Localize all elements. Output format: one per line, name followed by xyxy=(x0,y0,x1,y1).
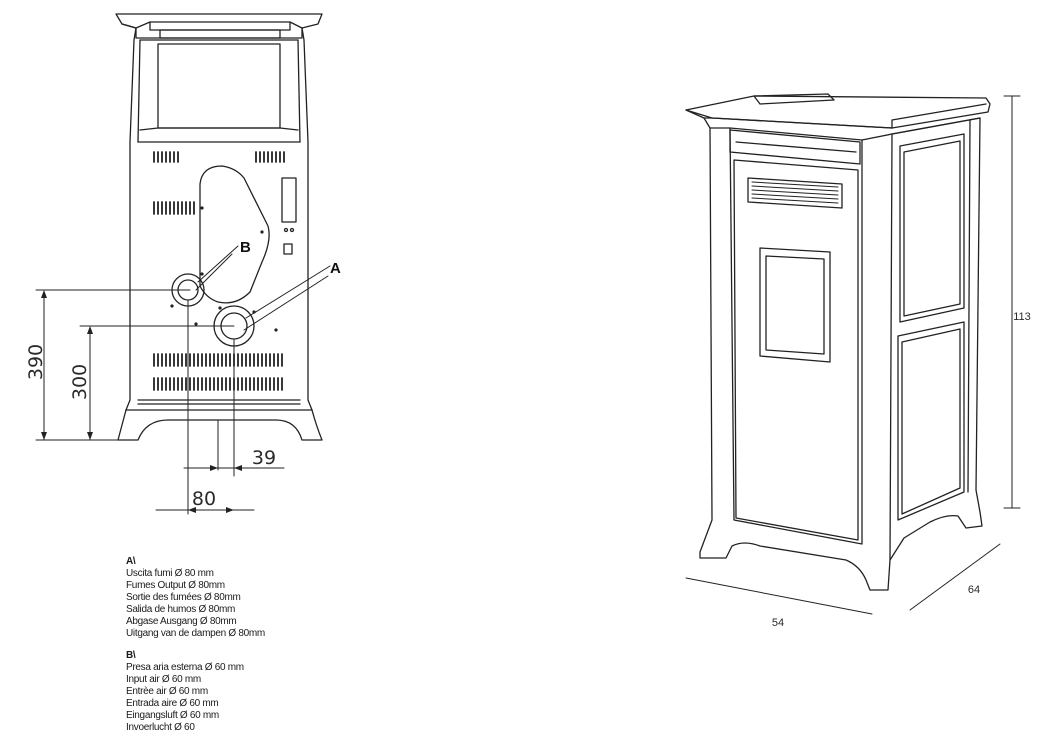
legend-b-title: B\ xyxy=(126,650,136,661)
legend-line: Fumes Output Ø 80mm xyxy=(126,580,225,591)
legend-line: Sortie des fumées Ø 80mm xyxy=(126,592,241,603)
dimension-width: 54 xyxy=(772,617,784,629)
dimension-300: 300 xyxy=(69,364,91,400)
dimension-39: 39 xyxy=(252,447,276,469)
label-a-leader xyxy=(243,265,331,331)
legend-line: Invoerlucht Ø 60 xyxy=(126,722,195,733)
dimension-390: 390 xyxy=(25,344,47,380)
dimension-depth: 64 xyxy=(968,584,980,596)
rear-dimension-lines xyxy=(35,289,285,515)
rear-view-drawing xyxy=(115,13,323,441)
legend-a-title: A\ xyxy=(126,556,136,567)
dimension-height: 113 xyxy=(1013,311,1031,323)
legend-line: Presa aria esterna Ø 60 mm xyxy=(126,662,244,673)
dimension-arrowheads xyxy=(41,290,242,513)
legend-line: Abgase Ausgang Ø 80mm xyxy=(126,616,237,627)
legend-line: Uitgang van de dampen Ø 80mm xyxy=(126,628,265,639)
label-a: A xyxy=(330,260,341,277)
legend-b: B\ Presa aria esterna Ø 60 mm Input air … xyxy=(126,650,244,734)
legend-line: Entrada aire Ø 60 mm xyxy=(126,698,219,709)
perspective-dimension-lines xyxy=(685,95,1021,615)
legend-line: Entrèe air Ø 60 mm xyxy=(126,686,208,697)
label-b-leader xyxy=(195,245,239,291)
perspective-view-drawing xyxy=(685,93,991,591)
legend-line: Salida de humos Ø 80mm xyxy=(126,604,236,615)
legend-a: A\ Uscita fumi Ø 80 mm Fumes Output Ø 80… xyxy=(126,556,265,640)
dimension-80: 80 xyxy=(192,488,216,510)
label-b: B xyxy=(240,239,251,256)
legend-line: Uscita fumi Ø 80 mm xyxy=(126,568,214,579)
legend-line: Eingangsluft Ø 60 mm xyxy=(126,710,219,721)
legend-line: Input air Ø 60 mm xyxy=(126,674,201,685)
